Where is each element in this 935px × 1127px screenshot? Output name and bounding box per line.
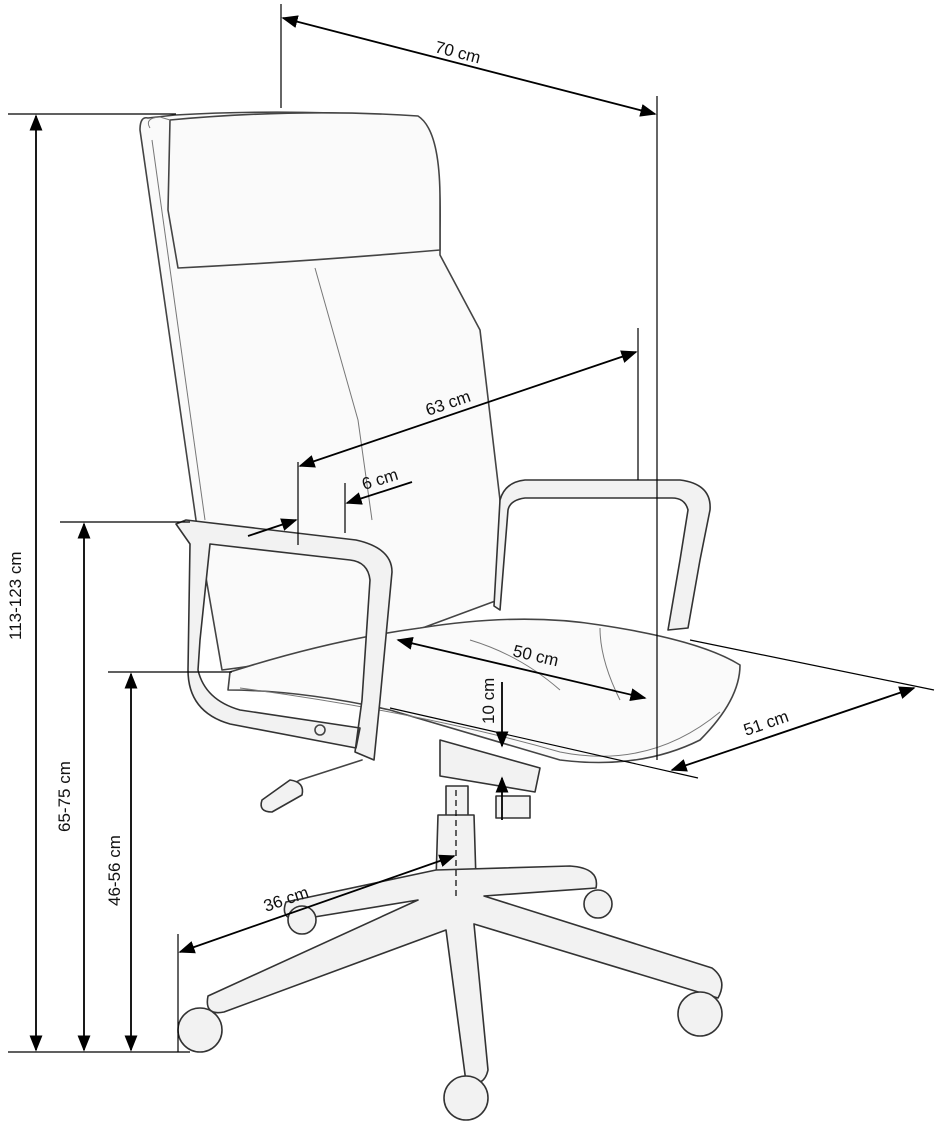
left-armrest	[175, 519, 393, 761]
dim-line-width-top	[281, 15, 657, 117]
label-seat-height: 46-56 cm	[105, 835, 124, 906]
dim-line-base-radius	[178, 854, 456, 954]
label-seat-width: 51 cm	[741, 707, 791, 740]
tilt-knob	[495, 795, 531, 819]
headrest	[167, 112, 441, 269]
dim-line-armrest-width-2	[345, 481, 413, 505]
dim-line-armrest-width	[247, 518, 298, 537]
seat-mechanism	[439, 739, 541, 793]
dim-line-seat-depth	[396, 637, 647, 701]
height-lever	[260, 779, 304, 813]
dim-line-backrest-width	[298, 350, 638, 468]
label-armrest-height: 65-75 cm	[55, 761, 74, 832]
office-chair-illustration	[139, 111, 741, 1121]
dimension-annotations: 70 cm 63 cm 6 cm 50 cm 10 cm 51 cm 36 cm…	[6, 4, 935, 1053]
label-total-height: 113-123 cm	[6, 551, 25, 640]
right-armrest	[493, 479, 711, 631]
label-seat-thickness: 10 cm	[479, 678, 498, 724]
dim-line-seat-width	[670, 686, 916, 772]
